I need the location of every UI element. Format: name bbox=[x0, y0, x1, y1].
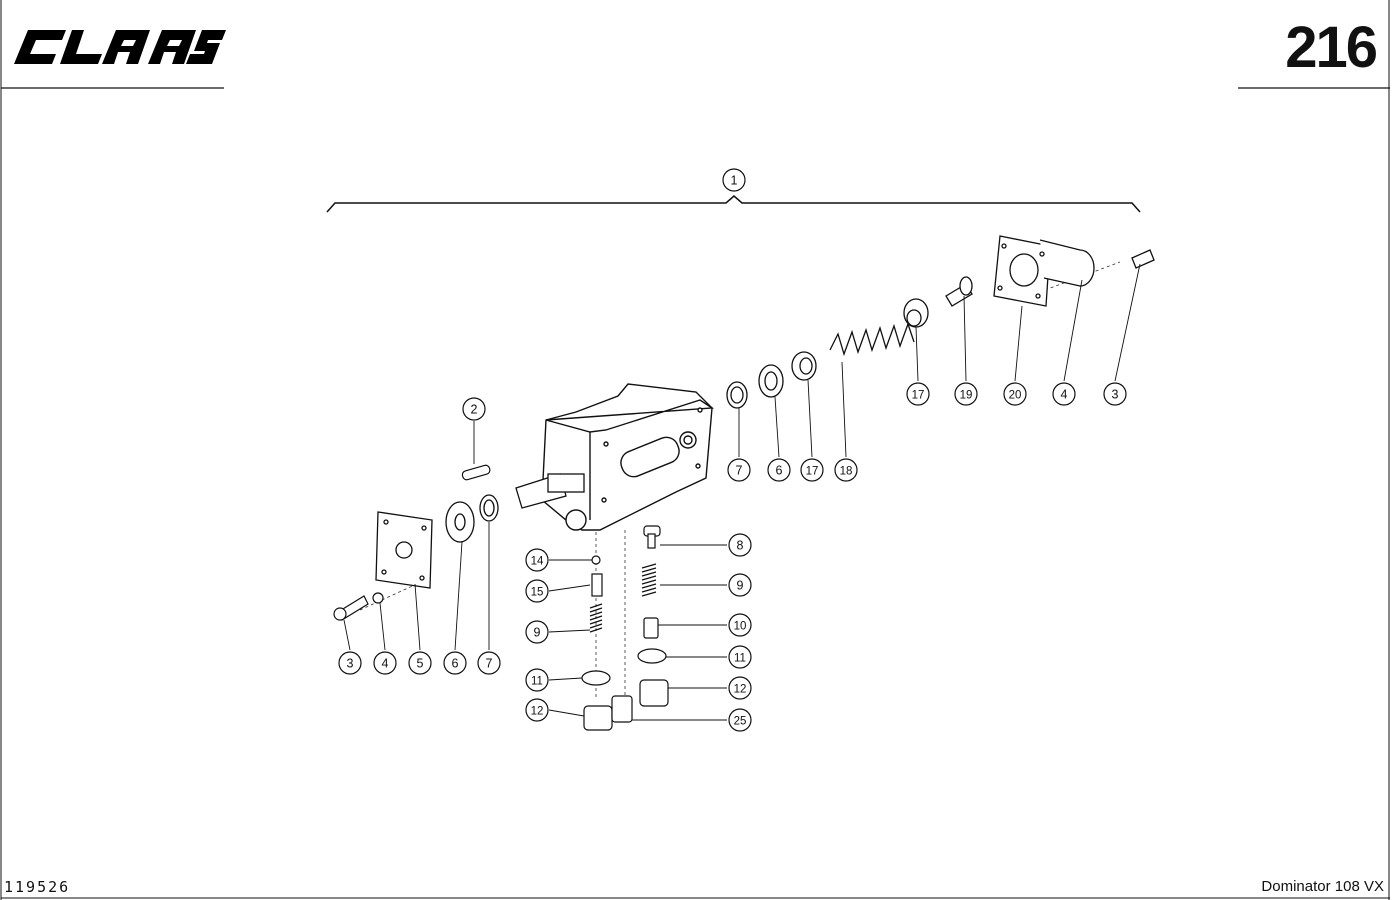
callout-7: 7 bbox=[477, 651, 501, 675]
callout-circle bbox=[525, 548, 549, 572]
callout-label: 15 bbox=[531, 587, 544, 599]
callout-label: 7 bbox=[486, 657, 493, 671]
callout-10: 10 bbox=[728, 613, 752, 637]
callout-circle bbox=[443, 651, 467, 675]
callout-17: 17 bbox=[800, 458, 824, 482]
callout-circle bbox=[1103, 382, 1127, 406]
callout-1: 1 bbox=[722, 168, 746, 192]
valve-housing bbox=[541, 383, 715, 531]
callout-circle bbox=[462, 397, 486, 421]
model-name: Dominator 108 VX bbox=[1261, 878, 1384, 895]
callout-circle bbox=[767, 458, 791, 482]
callout-circle bbox=[954, 382, 978, 406]
callout-circle bbox=[727, 458, 751, 482]
callout-19: 19 bbox=[954, 382, 978, 406]
flange-housing bbox=[993, 235, 1095, 307]
callout-circle bbox=[373, 651, 397, 675]
callout-label: 25 bbox=[734, 716, 747, 728]
callout-4: 4 bbox=[1052, 382, 1076, 406]
callout-5: 5 bbox=[408, 651, 432, 675]
callout-circle bbox=[728, 708, 752, 732]
callout-label: 8 bbox=[737, 539, 744, 553]
callout-12: 12 bbox=[728, 676, 752, 700]
callout-17: 17 bbox=[906, 382, 930, 406]
page-number: 216 bbox=[1285, 15, 1378, 80]
callout-9: 9 bbox=[728, 573, 752, 597]
callout-circle bbox=[408, 651, 432, 675]
callout-label: 4 bbox=[382, 657, 389, 671]
callout-label: 19 bbox=[960, 390, 973, 402]
left-washers bbox=[445, 494, 499, 543]
callout-label: 12 bbox=[531, 706, 544, 718]
callout-6: 6 bbox=[443, 651, 467, 675]
callout-14: 14 bbox=[525, 548, 549, 572]
callout-4: 4 bbox=[373, 651, 397, 675]
callout-circle bbox=[728, 645, 752, 669]
callout-circle bbox=[906, 382, 930, 406]
callout-label: 20 bbox=[1009, 390, 1022, 402]
cover-plate bbox=[375, 511, 433, 589]
callout-label: 1 bbox=[731, 174, 738, 188]
callout-label: 6 bbox=[776, 464, 783, 478]
callout-label: 11 bbox=[734, 653, 746, 665]
callout-label: 2 bbox=[471, 403, 478, 417]
callout-3: 3 bbox=[1103, 382, 1127, 406]
callout-circle bbox=[722, 168, 746, 192]
callout-label: 3 bbox=[347, 657, 354, 671]
callout-label: 4 bbox=[1061, 388, 1068, 402]
left-bolt bbox=[333, 592, 384, 621]
drawing-number: 119526 bbox=[4, 878, 71, 896]
leader-lines bbox=[343, 263, 1141, 721]
callout-11: 11 bbox=[728, 645, 752, 669]
callout-circle bbox=[834, 458, 858, 482]
valve-shaft bbox=[515, 473, 585, 509]
callout-circle bbox=[1052, 382, 1076, 406]
callout-label: 12 bbox=[734, 684, 747, 696]
callout-label: 9 bbox=[737, 579, 744, 593]
callout-circle bbox=[728, 613, 752, 637]
callout-15: 15 bbox=[525, 579, 549, 603]
callout-circle bbox=[728, 573, 752, 597]
callout-3: 3 bbox=[338, 651, 362, 675]
callout-circle bbox=[525, 579, 549, 603]
callout-circle bbox=[525, 698, 549, 722]
callout-label: 10 bbox=[734, 621, 747, 633]
callout-label: 14 bbox=[531, 556, 544, 568]
callout-circle bbox=[1003, 382, 1027, 406]
right-stack bbox=[726, 249, 1155, 409]
claas-logo bbox=[14, 30, 226, 64]
callout-18: 18 bbox=[834, 458, 858, 482]
callout-circle bbox=[338, 651, 362, 675]
callout-label: 9 bbox=[534, 626, 541, 640]
callout-12: 12 bbox=[525, 698, 549, 722]
pin bbox=[461, 464, 491, 481]
callout-label: 11 bbox=[531, 676, 543, 688]
callout-label: 7 bbox=[736, 464, 743, 478]
callout-25: 25 bbox=[728, 708, 752, 732]
assembly-brace bbox=[326, 195, 1141, 213]
callout-11: 11 bbox=[525, 668, 549, 692]
callout-6: 6 bbox=[767, 458, 791, 482]
callout-circle bbox=[477, 651, 501, 675]
callout-circle bbox=[800, 458, 824, 482]
callout-circle bbox=[525, 668, 549, 692]
callout-label: 5 bbox=[417, 657, 424, 671]
callout-label: 17 bbox=[912, 390, 925, 402]
callout-20: 20 bbox=[1003, 382, 1027, 406]
callout-label: 6 bbox=[452, 657, 459, 671]
callout-2: 2 bbox=[462, 397, 486, 421]
callout-9: 9 bbox=[525, 620, 549, 644]
callout-label: 17 bbox=[806, 466, 819, 478]
callout-circle bbox=[525, 620, 549, 644]
callout-circle bbox=[728, 676, 752, 700]
callout-8: 8 bbox=[728, 533, 752, 557]
callout-7: 7 bbox=[727, 458, 751, 482]
callout-circle bbox=[728, 533, 752, 557]
callout-label: 3 bbox=[1112, 388, 1119, 402]
callout-label: 18 bbox=[840, 466, 853, 478]
